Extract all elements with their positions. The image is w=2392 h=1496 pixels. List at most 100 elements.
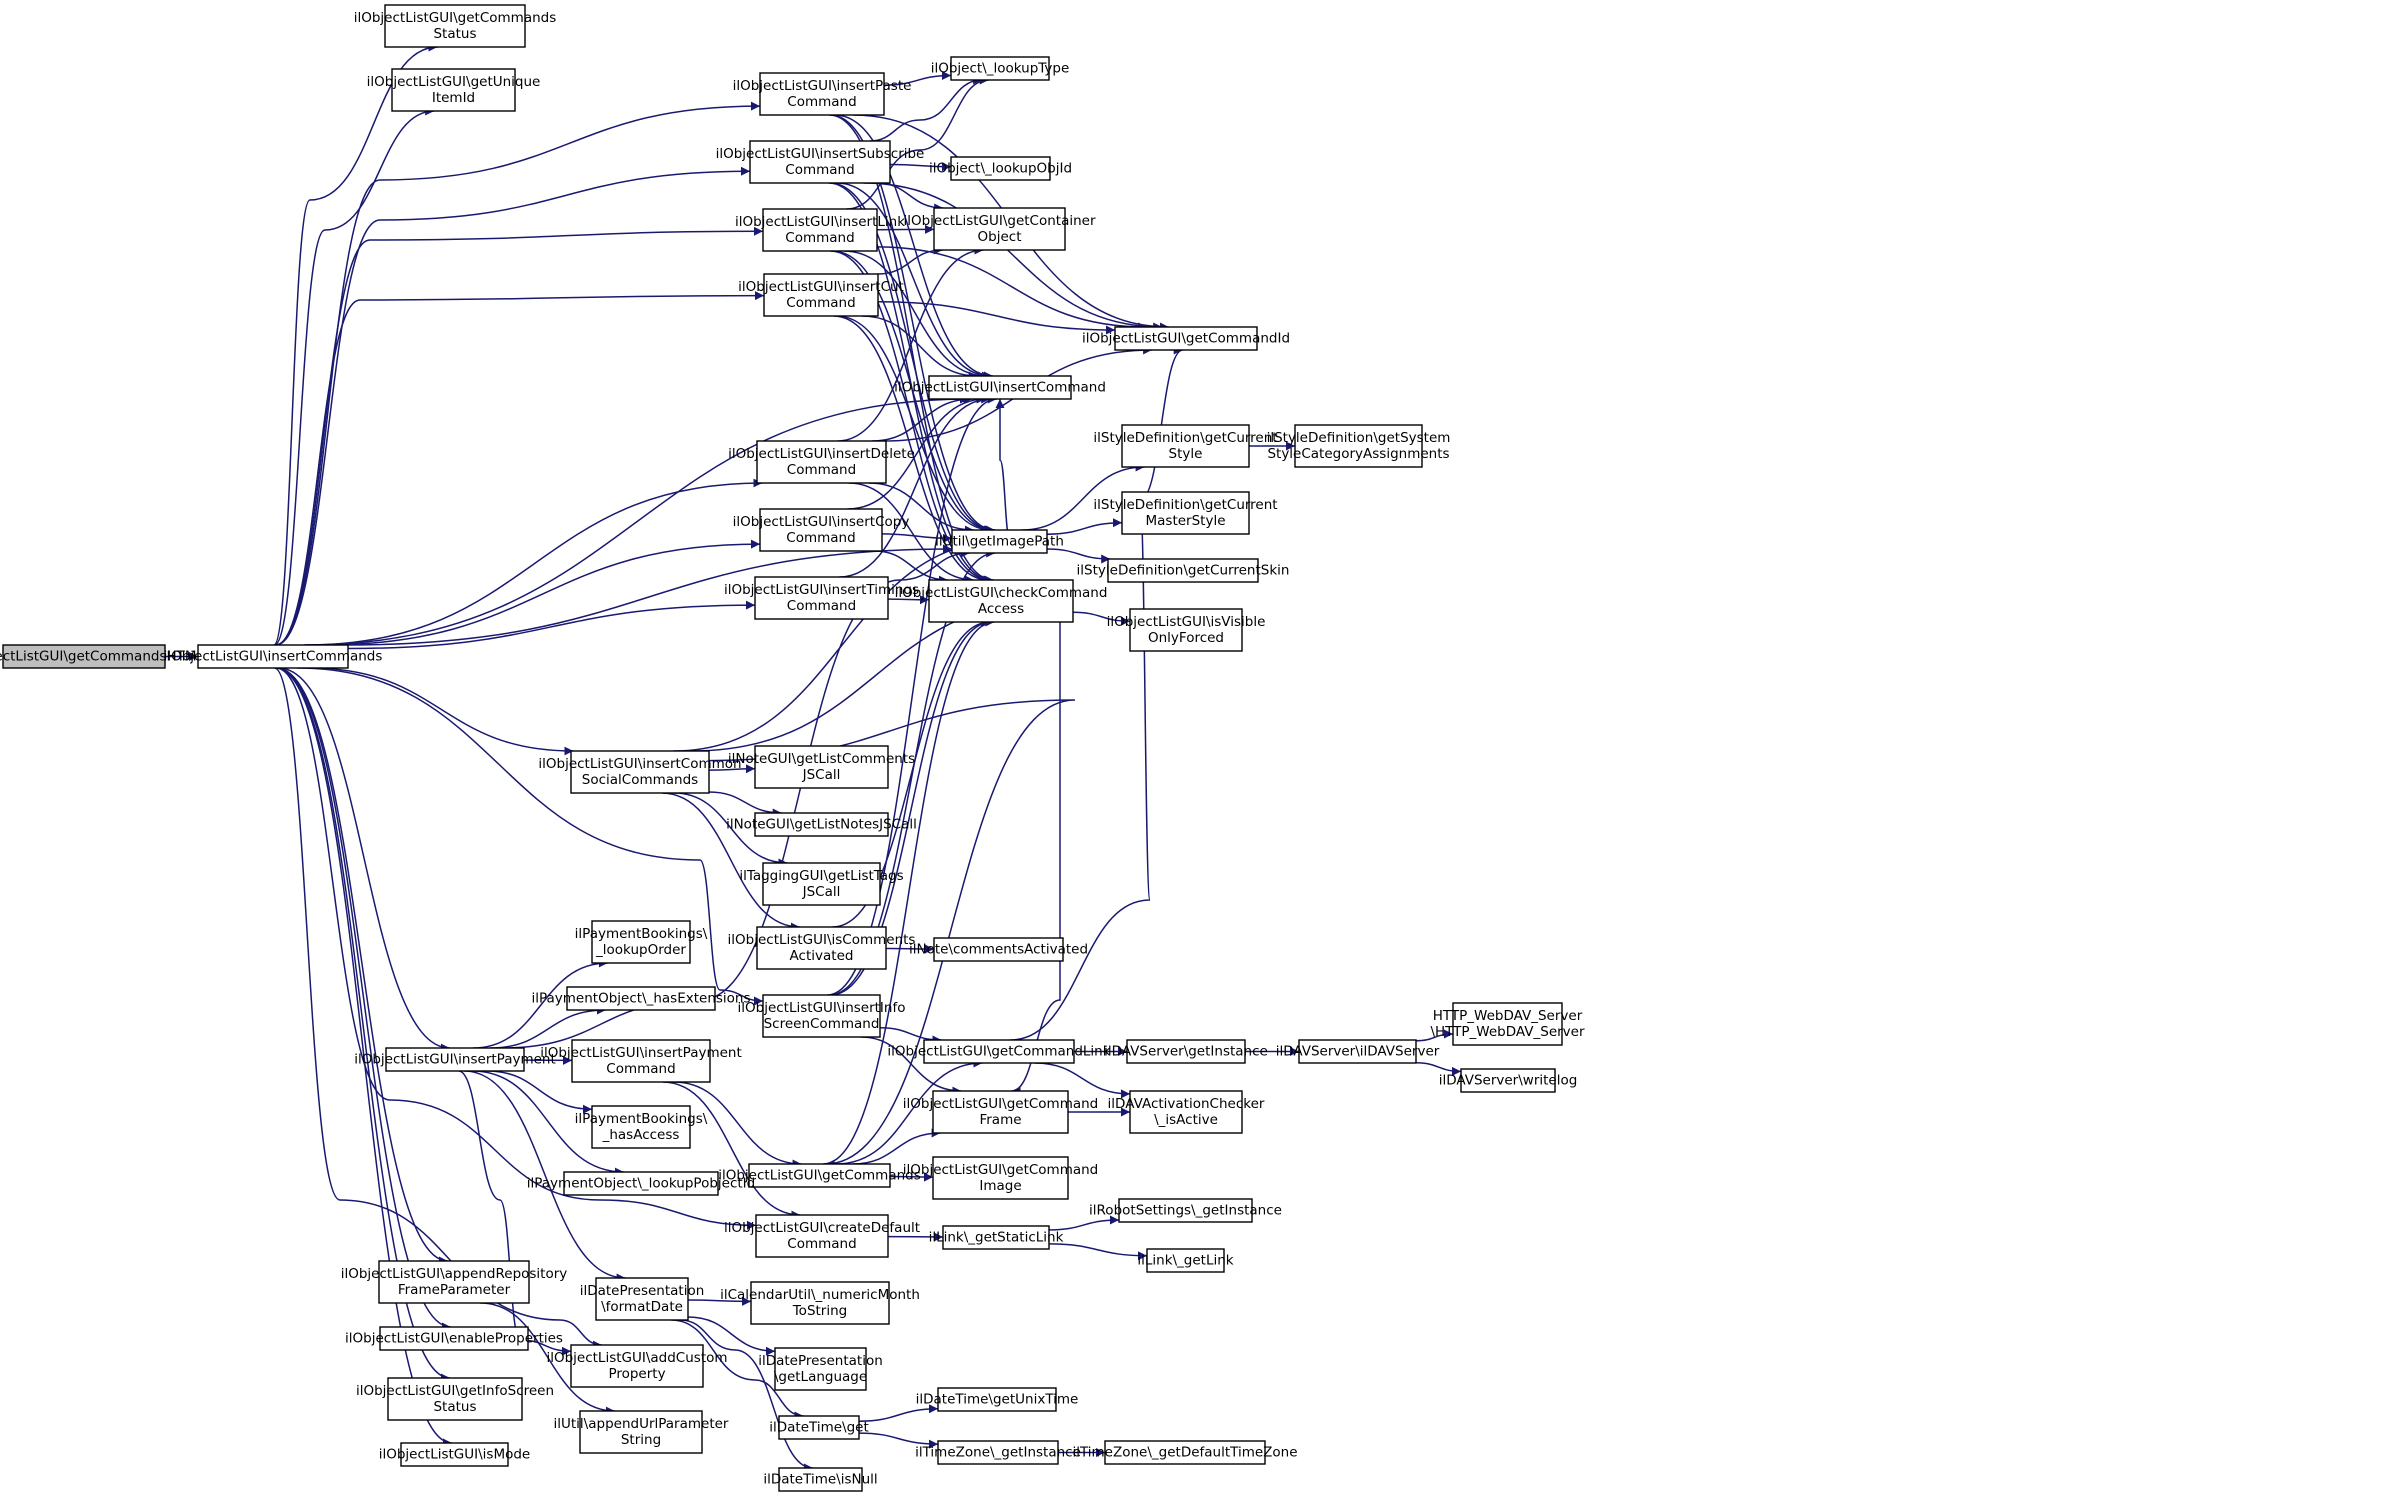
node-noteListNotes[interactable]: ilNoteGUI\getListNotesJSCall xyxy=(726,812,917,837)
node-payHasExt[interactable]: ilPaymentObject\_hasExtensions xyxy=(531,986,751,1011)
edge-insertDelete-to-getImagePath xyxy=(868,482,974,535)
node-label: ilStyleDefinition\getCurrent xyxy=(1093,497,1277,513)
node-insertCommand[interactable]: ilObjectListGUI\insertCommand xyxy=(894,375,1106,400)
node-commentsActivated[interactable]: ilNote\commentsActivated xyxy=(909,937,1088,962)
node-box xyxy=(1121,424,1250,468)
node-getCommands[interactable]: ilObjectListGUI\getCommands xyxy=(718,1163,921,1188)
node-payLookupOrder[interactable]: ilPaymentBookings\_lookupOrder xyxy=(575,920,708,964)
edge-insertCopy-to-getImagePath xyxy=(881,533,953,543)
node-styleCurrentSkin[interactable]: ilStyleDefinition\getCurrentSkin xyxy=(1077,558,1290,583)
node-dtUnixTime[interactable]: ilDateTime\getUnixTime xyxy=(916,1387,1079,1412)
node-getImagePath[interactable]: ilUtil\getImagePath xyxy=(935,529,1064,554)
node-box xyxy=(1129,608,1243,652)
edge-insertCopy-to-checkCommandAccess xyxy=(874,550,948,585)
edge-insertCommands-to-enableProps xyxy=(276,667,451,1332)
edge-insertCommands-to-insertCopy xyxy=(322,539,761,646)
node-label: ilObjectListGUI\insertCommon xyxy=(538,756,741,772)
node-payLookupPobj[interactable]: ilPaymentObject\_lookupPobjectId xyxy=(527,1171,755,1196)
node-tzDefault[interactable]: ilTimeZone\_getDefaultTimeZone xyxy=(1072,1440,1298,1465)
node-insertPayment[interactable]: ilObjectListGUI\insertPayment xyxy=(354,1047,556,1072)
node-label: ilDAVActivationChecker xyxy=(1108,1096,1265,1112)
node-label: ToString xyxy=(792,1303,848,1319)
node-getCommandLink[interactable]: ilObjectListGUI\getCommandLink xyxy=(887,1039,1111,1064)
node-httpWebDav[interactable]: HTTP_WebDAV_Server\HTTP_WebDAV_Server xyxy=(1430,1002,1585,1046)
node-label: ilCalendarUtil\_numericMonth xyxy=(720,1287,920,1303)
node-insertCommonSocial[interactable]: ilObjectListGUI\insertCommonSocialComman… xyxy=(538,750,742,794)
node-lookupObjId[interactable]: ilObject\_lookupObjId xyxy=(929,156,1072,181)
edge-insertSubscribe-to-lookupType xyxy=(869,75,983,142)
node-box xyxy=(951,529,1048,554)
node-box xyxy=(756,926,887,970)
node-box xyxy=(778,1467,863,1492)
edge-insertCommands-to-insertInfoScreen xyxy=(297,667,764,1006)
node-davActivation[interactable]: ilDAVActivationChecker\_isActive xyxy=(1108,1090,1265,1134)
node-appendRepo[interactable]: ilObjectListGUI\appendRepositoryFramePar… xyxy=(341,1260,568,1304)
node-payHasAccess[interactable]: ilPaymentBookings\_hasAccess xyxy=(575,1105,708,1149)
edge-insertCut-to-insertCommand xyxy=(861,315,978,381)
node-linkGetStatic[interactable]: ilLink\_getStaticLink xyxy=(929,1225,1064,1250)
node-robotSettings[interactable]: ilRobotSettings\_getInstance xyxy=(1089,1198,1282,1223)
node-getCommandsHTML[interactable]: ilObjectListGUI\getCommandsHTML xyxy=(0,644,205,669)
node-box xyxy=(942,1225,1050,1250)
node-label: StyleCategoryAssignments xyxy=(1267,446,1449,462)
node-insertCommands[interactable]: ilObjectListGUI\insertCommands xyxy=(164,644,383,669)
node-styleSysCat[interactable]: ilStyleDefinition\getSystemStyleCategory… xyxy=(1267,424,1451,468)
node-enableProps[interactable]: ilObjectListGUI\enableProperties xyxy=(345,1326,563,1351)
node-box xyxy=(748,1163,891,1188)
node-dtIsNull[interactable]: ilDateTime\isNull xyxy=(763,1467,878,1492)
node-box xyxy=(1118,1198,1253,1223)
node-label: \HTTP_WebDAV_Server xyxy=(1430,1024,1585,1040)
node-isMode[interactable]: ilObjectListGUI\isMode xyxy=(379,1442,531,1467)
node-dtGet[interactable]: ilDateTime\get xyxy=(769,1415,869,1440)
node-box xyxy=(749,140,891,184)
node-linkGetLink[interactable]: ilLink\_getLink xyxy=(1137,1248,1234,1273)
node-tzGetInstance[interactable]: ilTimeZone\_getInstance xyxy=(915,1440,1081,1465)
node-label: MasterStyle xyxy=(1145,513,1225,529)
node-dpGetLanguage[interactable]: ilDatePresentation\getLanguage xyxy=(758,1347,883,1391)
node-davGetInstance[interactable]: ilDAVServer\getInstance xyxy=(1104,1039,1268,1064)
edge-insertTimings-to-checkCommandAccess xyxy=(887,595,930,605)
node-label: ilNoteGUI\getListNotesJSCall xyxy=(726,817,917,833)
edge-getCommands-to-getCommandImage xyxy=(889,1172,934,1182)
edge-insertInfoScreen-to-getImagePath xyxy=(829,548,996,996)
node-label: ilObjectListGUI\isVisible xyxy=(1107,614,1266,630)
node-lookupType[interactable]: ilObject\_lookupType xyxy=(931,56,1070,81)
node-label: Status xyxy=(433,1399,476,1415)
node-davWritelog[interactable]: ilDAVServer\writelog xyxy=(1439,1068,1578,1093)
node-formatDate[interactable]: ilDatePresentation\formatDate xyxy=(580,1277,705,1321)
node-label: ilObjectListGUI\insertPayment xyxy=(354,1052,556,1068)
edge-insertPaste-to-insertCommand xyxy=(834,114,994,381)
node-davServer[interactable]: ilDAVServer\ilDAVServer xyxy=(1276,1039,1440,1064)
node-label: ilDatePresentation xyxy=(580,1283,705,1299)
node-label: ilDatePresentation xyxy=(758,1353,883,1369)
node-getCommandId[interactable]: ilObjectListGUI\getCommandId xyxy=(1082,326,1290,351)
node-label: ilObjectListGUI\insertTimings xyxy=(724,582,919,598)
